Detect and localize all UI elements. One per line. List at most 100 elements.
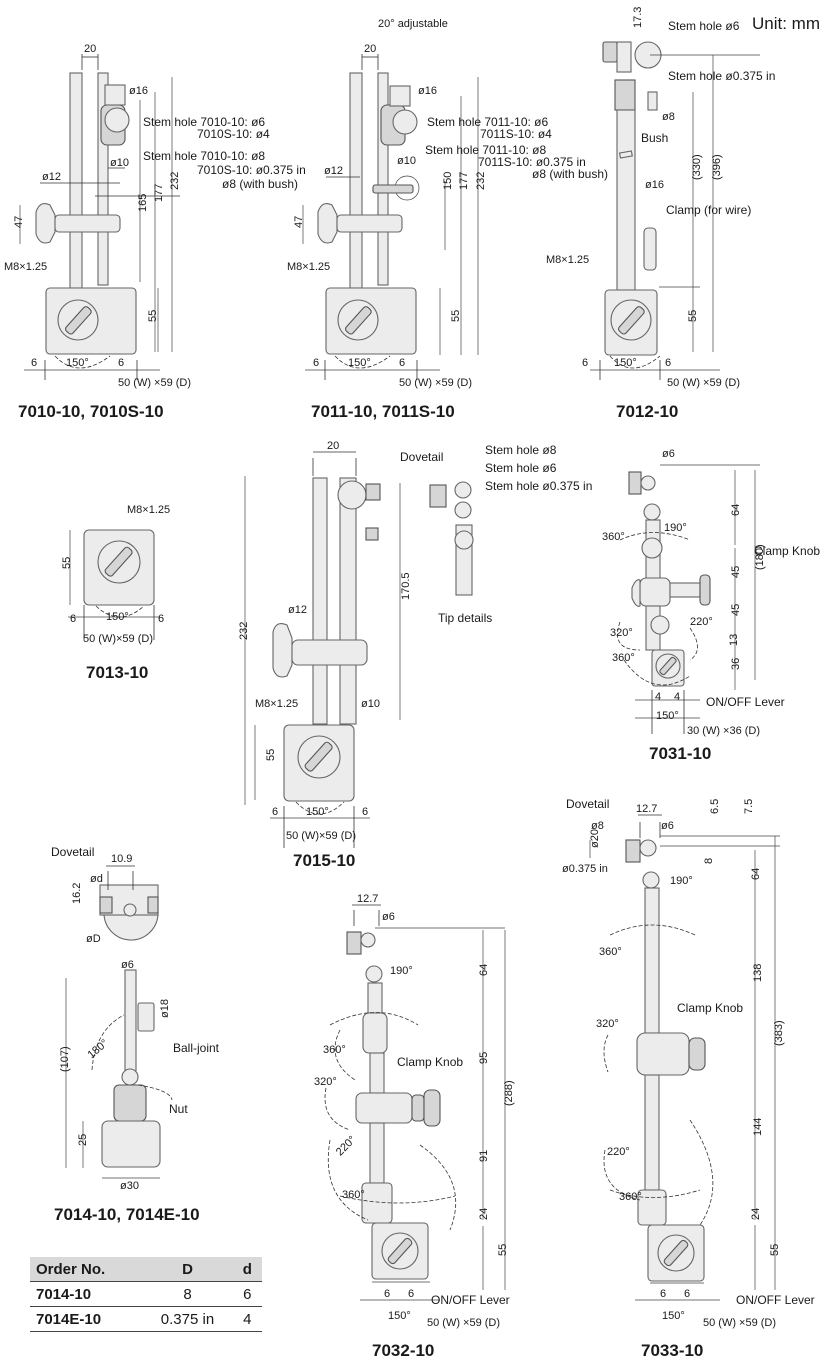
table-header: D	[142, 1257, 233, 1282]
unit-label: Unit: mm	[752, 14, 820, 33]
dim-height: (180)	[754, 544, 766, 570]
thread-label: M8×1.25	[255, 698, 298, 710]
drawing-7011: 20° adjustable 20 ø16 Stem hole 7011-10:…	[287, 18, 608, 389]
dim-adjust: 20° adjustable	[378, 18, 448, 30]
dim-base: 50 (W)×59 (D)	[286, 830, 356, 842]
dim-height: 232	[475, 172, 487, 190]
dim-phiD: øD	[86, 933, 101, 945]
drawing-7014: Dovetail 10.9 ød 16.2 øD ø6 ø18 180° Bal…	[51, 845, 220, 1192]
dim-angle: 150°	[66, 357, 89, 369]
dim-phi12: ø12	[288, 604, 307, 616]
dim-angle: 360°	[342, 1189, 365, 1201]
dim-height: (288)	[503, 1080, 515, 1106]
dim-angle: 190°	[390, 965, 413, 977]
dim-height: 55	[147, 310, 159, 322]
model-caption: 7015-10	[293, 851, 356, 870]
dim-height: 17.3	[632, 7, 644, 28]
dim-height: (396)	[711, 154, 723, 180]
dim-phi10: ø10	[110, 157, 129, 169]
dim-angle: 360°	[323, 1044, 346, 1056]
dim-height: (383)	[773, 1020, 785, 1046]
stem-hole-label: 7011S-10: ø0.375 in	[478, 155, 586, 169]
model-caption: 7011-10, 7011S-10	[311, 402, 455, 421]
stem-hole-label: Stem hole 7011-10: ø6	[427, 115, 549, 129]
thread-label: M8×1.25	[4, 261, 47, 273]
dim-width: 12.7	[357, 893, 378, 905]
dim-height: 95	[478, 1052, 490, 1064]
dim-height: 36	[730, 658, 742, 670]
stem-hole-label: Stem hole ø0.375 in	[668, 69, 775, 83]
dim-height: 55	[265, 749, 277, 761]
dim-height: 64	[730, 504, 742, 516]
dim-height: 8	[703, 858, 715, 864]
model-caption: 7032-10	[372, 1341, 435, 1360]
dim-phi16: ø16	[418, 85, 437, 97]
stem-hole-label: Stem hole ø0.375 in	[485, 479, 592, 493]
dim-phi16: ø16	[129, 85, 148, 97]
model-caption: 7033-10	[641, 1341, 704, 1360]
model-caption: 7014-10, 7014E-10	[54, 1205, 200, 1224]
bush-label: Bush	[641, 131, 668, 145]
dim-base: 50 (W) ×59 (D)	[703, 1317, 776, 1329]
dim-base: 50 (W) ×59 (D)	[667, 377, 740, 389]
dim-phi6: ø6	[662, 448, 675, 460]
dim-phi375: ø0.375 in	[562, 863, 608, 875]
dim-angle: 320°	[596, 1018, 619, 1030]
stem-hole-label: 7011S-10: ø4	[480, 127, 552, 141]
dim-height: 170.5	[400, 572, 412, 600]
dim-angle: 150°	[656, 710, 679, 722]
table-cell: 7014-10	[30, 1281, 143, 1307]
dim-width: 20	[327, 440, 339, 452]
tip-details-label: Tip details	[438, 611, 492, 625]
dim-angle: 360°	[599, 946, 622, 958]
dim-height: 144	[752, 1118, 764, 1136]
dim-angle: 150°	[106, 611, 129, 623]
dim-side: 6	[118, 357, 124, 369]
dim-phi6: ø6	[382, 911, 395, 923]
stem-hole-label: 7010S-10: ø0.375 in	[197, 163, 306, 177]
drawing-7012: 17.3 Stem hole ø6 Stem hole ø0.375 in ø8…	[546, 7, 775, 389]
dim-angle: 320°	[610, 627, 633, 639]
thread-label: M8×1.25	[287, 261, 330, 273]
dim-height: 55	[687, 310, 699, 322]
dovetail-label: Dovetail	[51, 845, 94, 859]
dim-angle: 190°	[670, 875, 693, 887]
dim-side: 6	[660, 1288, 666, 1300]
dim-phi16: ø16	[645, 179, 664, 191]
dim-height: 150	[442, 172, 454, 190]
stem-hole-label: Stem hole ø8	[485, 443, 557, 457]
stem-hole-label: Stem hole 7011-10: ø8	[425, 143, 547, 157]
table-row: 7014E-10 0.375 in 4	[30, 1306, 262, 1332]
dim-angle: 150°	[614, 357, 637, 369]
dim-height: 64	[750, 868, 762, 880]
table-header: d	[232, 1257, 262, 1282]
dim-side: 6	[408, 1288, 414, 1300]
dim-base: 50 (W)×59 (D)	[83, 633, 153, 645]
dim-width: 20	[84, 43, 96, 55]
dim-height: 232	[238, 622, 250, 640]
dim-height: 91	[478, 1150, 490, 1162]
on-off-lever-label: ON/OFF Lever	[706, 695, 785, 709]
dovetail-label: Dovetail	[566, 797, 609, 811]
dim-height: 177	[458, 172, 470, 190]
ball-joint-label: Ball-joint	[173, 1041, 220, 1055]
dim-phi20: ø20	[589, 829, 601, 848]
dim-height: 232	[169, 172, 181, 190]
dim-side: 6	[399, 357, 405, 369]
stem-hole-label: Stem hole ø6	[668, 19, 740, 33]
stem-hole-label: 7010S-10: ø4	[197, 127, 270, 141]
dim-angle: 190°	[664, 522, 687, 534]
table-header-row: Order No. D d	[30, 1257, 262, 1282]
dim-height: 7.5	[743, 799, 755, 814]
dim-phi8: ø8	[591, 820, 604, 832]
dim-side: 6	[582, 357, 588, 369]
on-off-lever-label: ON/OFF Lever	[736, 1293, 815, 1307]
clamp-knob-label: Clamp Knob	[397, 1055, 463, 1069]
dim-height: 47	[13, 216, 25, 228]
dim-phi30: ø30	[120, 1180, 139, 1192]
dim-side: 4	[655, 691, 661, 703]
dim-height: (330)	[691, 154, 703, 180]
dim-height: 24	[750, 1208, 762, 1220]
dim-height: 64	[478, 964, 490, 976]
